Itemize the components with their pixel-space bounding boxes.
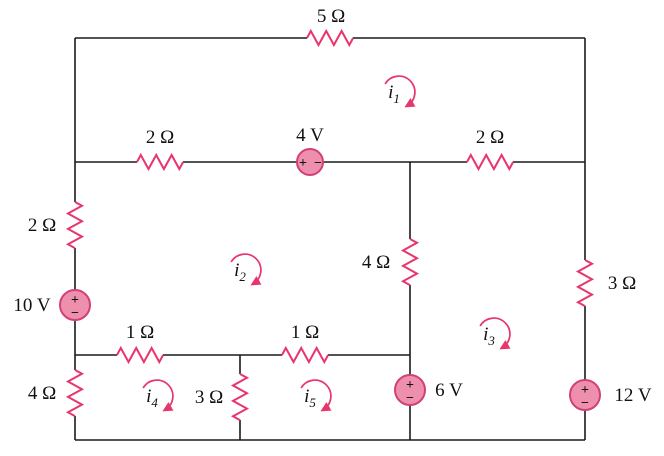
voltage-source-4v: + − (296, 148, 324, 176)
source-circle (296, 148, 324, 176)
mesh-current-i4: i4 (142, 379, 174, 412)
label-source-12v: 12 V (614, 385, 651, 406)
label-resistor-right: 3 Ω (608, 273, 636, 294)
label-source-4v: 4 V (296, 125, 324, 146)
resistor-mid-right-2ohm (466, 152, 514, 172)
mesh-arrow-i5 (300, 379, 332, 412)
mesh-label-i3: i3 (483, 324, 495, 348)
label-resistor-top: 5 Ω (317, 6, 345, 27)
source-circle (394, 374, 426, 406)
minus-sign: − (71, 306, 79, 321)
plus-sign: + (581, 383, 589, 398)
voltage-source-10v: + − (59, 289, 91, 321)
resistor-top-5ohm (306, 28, 354, 48)
mesh-current-i1: i1 (384, 75, 416, 108)
minus-sign: − (314, 156, 322, 171)
mesh-arrow-i1 (384, 75, 416, 108)
resistors (65, 28, 595, 421)
minus-sign: − (581, 396, 589, 411)
label-resistor-left-upper: 2 Ω (28, 215, 56, 236)
mesh-label-i2: i2 (234, 260, 246, 284)
resistor-mid-left-2ohm (136, 152, 184, 172)
source-circle (59, 289, 91, 321)
wires (74, 37, 586, 441)
resistor-center-4ohm (400, 238, 420, 286)
label-resistor-bottom-left: 4 Ω (28, 383, 56, 404)
resistor-lower-right-1ohm (281, 345, 329, 365)
mesh-label-i4: i4 (146, 386, 158, 410)
mesh-arrow-i4 (142, 379, 174, 412)
label-resistor-bottom-mid: 3 Ω (195, 387, 223, 408)
label-resistor-mid-right: 2 Ω (476, 127, 504, 148)
label-source-6v: 6 V (435, 380, 463, 401)
mesh-current-i3: i3 (479, 317, 511, 350)
voltage-source-12v: + − (569, 379, 601, 411)
plus-sign: + (299, 156, 307, 171)
label-resistor-lower-left: 1 Ω (126, 322, 154, 343)
mesh-currents: i1 i2 i3 i4 i5 (142, 75, 511, 412)
resistor-right-3ohm (575, 259, 595, 307)
label-resistor-lower-right: 1 Ω (291, 322, 319, 343)
resistor-lower-left-1ohm (116, 345, 164, 365)
voltage-sources: + − + − + − + − (59, 148, 601, 411)
plus-sign: + (406, 378, 414, 393)
label-source-10v: 10 V (13, 295, 50, 316)
component-labels: 5 Ω 2 Ω 4 V 2 Ω 2 Ω 10 V 4 Ω 3 Ω 1 Ω 1 Ω… (13, 6, 651, 408)
mesh-arrow-i3 (479, 317, 511, 350)
resistor-left-upper-2ohm (65, 201, 85, 249)
label-resistor-mid-left: 2 Ω (146, 127, 174, 148)
plus-sign: + (71, 293, 79, 308)
resistor-bottom-left-4ohm (65, 369, 85, 417)
voltage-source-6v: + − (394, 374, 426, 406)
mesh-label-i1: i1 (388, 82, 400, 106)
label-resistor-center: 4 Ω (362, 252, 390, 273)
mesh-label-i5: i5 (304, 386, 316, 410)
mesh-current-i2: i2 (230, 253, 262, 286)
minus-sign: − (406, 391, 414, 406)
source-circle (569, 379, 601, 411)
mesh-current-i5: i5 (300, 379, 332, 412)
resistor-bottom-mid-3ohm (230, 373, 250, 421)
mesh-arrow-i2 (230, 253, 262, 286)
